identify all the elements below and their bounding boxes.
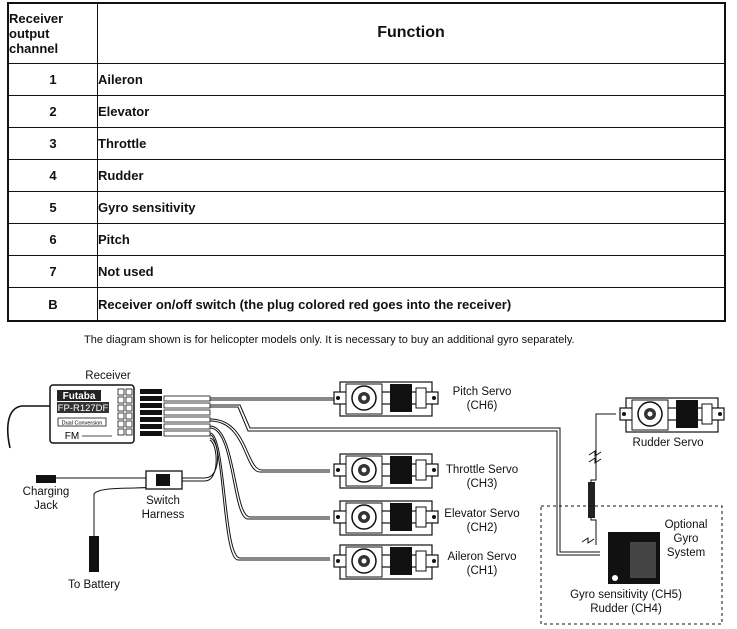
diagram-note: The diagram shown is for helicopter mode… <box>84 334 575 346</box>
gyro-unit <box>608 532 660 584</box>
pitch-servo-channel: (CH6) <box>466 400 498 412</box>
gyro-channels-label: Gyro sensitivity (CH5) Rudder (CH4) <box>558 588 694 616</box>
throttle-servo-name: Throttle Servo <box>445 464 519 476</box>
charging-jack-plug <box>36 475 56 483</box>
aileron-servo-label: Aileron Servo (CH1) <box>438 550 526 578</box>
channel-function: Not used <box>97 255 726 289</box>
channel-function: Receiver on/off switch (the plug colored… <box>97 287 726 322</box>
pitch-servo <box>333 381 439 417</box>
receiver-brand: Futaba <box>63 391 96 402</box>
receiver: Futaba FP-R127DF Dual Conversion FM <box>7 384 211 449</box>
battery-plug <box>89 536 99 572</box>
header-channel: Receiver output channel <box>7 2 98 64</box>
aileron-servo-channel: (CH1) <box>466 565 498 577</box>
aileron-servo-name: Aileron Servo <box>447 551 517 563</box>
elevator-servo-name: Elevator Servo <box>444 508 520 520</box>
elevator-servo-channel: (CH2) <box>466 522 498 534</box>
to-battery-label: To Battery <box>68 579 120 591</box>
receiver-fm: FM <box>65 431 79 442</box>
throttle-servo-channel: (CH3) <box>466 478 498 490</box>
throttle-servo <box>333 453 439 489</box>
elevator-servo-label: Elevator Servo (CH2) <box>436 507 528 535</box>
table-header-row: Receiver output channel Function <box>7 2 726 64</box>
channel-number: 7 <box>7 255 98 289</box>
optional-gyro-box <box>540 505 723 625</box>
gyro-rudder-label: Rudder (CH4) <box>590 603 662 615</box>
elevator-servo <box>333 500 439 536</box>
receiver-model: FP-R127DF <box>58 403 109 414</box>
channel-function: Pitch <box>97 223 726 257</box>
pitch-servo-label: Pitch Servo (CH6) <box>444 385 520 413</box>
optional-gyro-label: Optional Gyro System <box>664 519 708 559</box>
channel-number: 2 <box>7 94 98 128</box>
pitch-servo-name: Pitch Servo <box>452 386 512 398</box>
charging-jack-label: Charging Jack <box>22 486 70 512</box>
rudder-servo-label: Rudder Servo <box>632 437 704 449</box>
throttle-servo-label: Throttle Servo (CH3) <box>438 463 526 491</box>
channel-function: Elevator <box>97 94 726 128</box>
gyro-sensitivity-label: Gyro sensitivity (CH5) <box>570 589 682 601</box>
receiver-label: Receiver <box>85 370 131 382</box>
switch-harness-label: Switch Harness <box>141 495 185 521</box>
channel-function: Throttle <box>97 126 726 160</box>
rudder-servo <box>619 397 725 433</box>
channel-function: Aileron <box>97 62 726 96</box>
aileron-servo <box>333 544 439 580</box>
header-function: Function <box>97 2 726 64</box>
switch-harness <box>145 470 183 490</box>
receiver-conversion: Dual Conversion <box>62 421 103 427</box>
channel-number: 6 <box>7 223 98 257</box>
